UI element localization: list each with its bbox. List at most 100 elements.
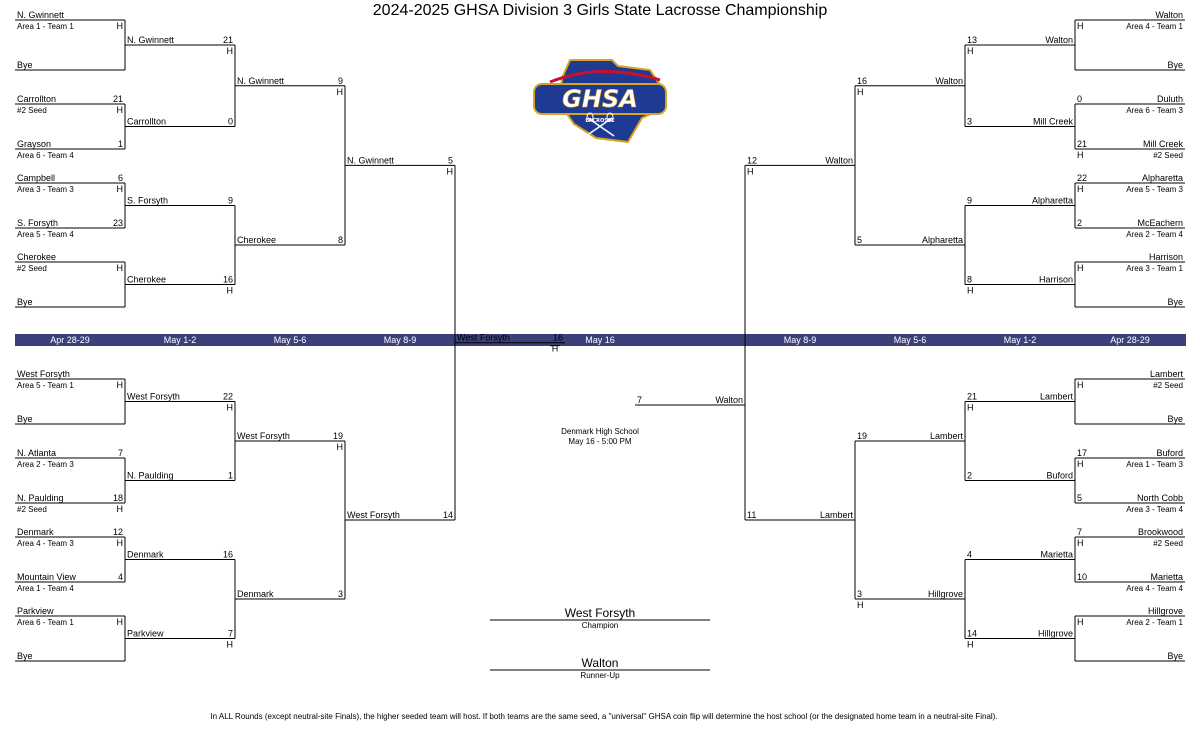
round-dates-band bbox=[15, 334, 1186, 346]
team-seed: Area 1 - Team 3 bbox=[1126, 460, 1183, 469]
team-seed: Area 3 - Team 4 bbox=[1126, 505, 1183, 514]
host-marker: H bbox=[967, 640, 974, 650]
team-name: N. Gwinnett bbox=[237, 76, 285, 86]
team-name: Alpharetta bbox=[1142, 173, 1183, 183]
host-marker: H bbox=[1077, 150, 1084, 160]
team-name: N. Paulding bbox=[127, 471, 174, 481]
team-name: West Forsyth bbox=[457, 333, 510, 343]
team-score: 21 bbox=[113, 94, 123, 104]
host-marker: H bbox=[337, 87, 344, 97]
logo-plate bbox=[533, 83, 667, 115]
team-score: 12 bbox=[747, 155, 757, 165]
team-seed: Area 6 - Team 3 bbox=[1126, 106, 1183, 115]
team-name: Denmark bbox=[237, 589, 274, 599]
team-score: 1 bbox=[228, 471, 233, 481]
team-name: N. Gwinnett bbox=[17, 10, 65, 20]
team-seed: #2 Seed bbox=[1153, 381, 1183, 390]
host-marker: H bbox=[117, 380, 124, 390]
team-name: Cherokee bbox=[127, 275, 166, 285]
team-score: 19 bbox=[333, 431, 343, 441]
host-marker: H bbox=[227, 403, 234, 413]
team-name: Bye bbox=[17, 60, 33, 70]
round-date-label: May 8-9 bbox=[784, 335, 817, 345]
team-score: 21 bbox=[223, 35, 233, 45]
team-name: Mountain View bbox=[17, 572, 76, 582]
round-date-label: May 8-9 bbox=[384, 335, 417, 345]
host-marker: H bbox=[117, 263, 124, 273]
logo-subtext: LACROSSE bbox=[585, 118, 615, 124]
team-score: 13 bbox=[967, 35, 977, 45]
team-name: Lambert bbox=[1150, 369, 1184, 379]
team-score: 3 bbox=[857, 589, 862, 599]
team-score: 21 bbox=[967, 392, 977, 402]
host-marker: H bbox=[447, 166, 454, 176]
host-marker: H bbox=[967, 403, 974, 413]
team-score: 11 bbox=[747, 510, 756, 520]
team-name: Hillgrove bbox=[1038, 629, 1073, 639]
host-marker: H bbox=[227, 286, 234, 296]
team-name: Carrollton bbox=[17, 94, 56, 104]
footnote: In ALL Rounds (except neutral-site Final… bbox=[210, 712, 997, 721]
host-marker: H bbox=[227, 640, 234, 650]
team-score: 8 bbox=[967, 275, 972, 285]
team-name: Marietta bbox=[1150, 572, 1183, 582]
team-seed: Area 3 - Team 3 bbox=[17, 185, 74, 194]
round-date-label: May 1-2 bbox=[1004, 335, 1037, 345]
team-name: Bye bbox=[17, 651, 33, 661]
team-name: Walton bbox=[1045, 35, 1073, 45]
team-score: 7 bbox=[637, 395, 642, 405]
team-seed: Area 3 - Team 1 bbox=[1126, 264, 1183, 273]
lacrosse-head-icon bbox=[606, 112, 614, 122]
team-score: 9 bbox=[338, 76, 343, 86]
red-swoosh-icon bbox=[549, 69, 661, 84]
team-name: Duluth bbox=[1157, 94, 1183, 104]
team-seed: #2 Seed bbox=[17, 106, 47, 115]
team-seed: Area 6 - Team 1 bbox=[17, 618, 74, 627]
team-name: Walton bbox=[935, 76, 963, 86]
team-seed: Area 6 - Team 4 bbox=[17, 151, 74, 160]
host-marker: H bbox=[1077, 184, 1084, 194]
team-score: 14 bbox=[443, 510, 453, 520]
team-score: 0 bbox=[1077, 94, 1082, 104]
team-score: 3 bbox=[967, 117, 972, 127]
team-score: 0 bbox=[228, 117, 233, 127]
team-seed: Area 5 - Team 3 bbox=[1126, 185, 1183, 194]
team-name: West Forsyth bbox=[347, 510, 400, 520]
runner-up-label: Runner-Up bbox=[580, 671, 620, 680]
team-name: N. Paulding bbox=[17, 493, 64, 503]
team-name: Walton bbox=[1155, 10, 1183, 20]
team-seed: Area 1 - Team 4 bbox=[17, 584, 74, 593]
team-seed: Area 5 - Team 4 bbox=[17, 230, 74, 239]
host-marker: H bbox=[1077, 538, 1084, 548]
team-score: 8 bbox=[338, 235, 343, 245]
team-name: Denmark bbox=[127, 550, 164, 560]
host-marker: H bbox=[117, 105, 124, 115]
team-score: 5 bbox=[857, 235, 862, 245]
lacrosse-head-icon bbox=[586, 112, 594, 122]
venue-time: May 16 - 5:00 PM bbox=[568, 437, 631, 446]
team-score: 21 bbox=[1077, 139, 1087, 149]
team-score: 14 bbox=[967, 629, 977, 639]
team-name: Harrison bbox=[1039, 275, 1073, 285]
team-seed: Area 2 - Team 4 bbox=[1126, 230, 1183, 239]
team-name: West Forsyth bbox=[17, 369, 70, 379]
logo-wordmark: GHSA bbox=[562, 85, 638, 113]
host-marker: H bbox=[117, 21, 124, 31]
team-score: 22 bbox=[1077, 173, 1087, 183]
team-score: 2 bbox=[967, 471, 972, 481]
page-title: 2024-2025 GHSA Division 3 Girls State La… bbox=[373, 2, 828, 19]
team-score: 10 bbox=[1077, 572, 1087, 582]
champion-name: West Forsyth bbox=[565, 606, 635, 620]
host-marker: H bbox=[747, 166, 754, 176]
team-score: 7 bbox=[1077, 527, 1082, 537]
team-name: Campbell bbox=[17, 173, 55, 183]
team-score: 2 bbox=[1077, 218, 1082, 228]
host-marker: H bbox=[117, 184, 124, 194]
lacrosse-stick-icon bbox=[587, 117, 615, 137]
team-name: N. Atlanta bbox=[17, 448, 56, 458]
team-seed: #2 Seed bbox=[1153, 539, 1183, 548]
team-name: Walton bbox=[825, 155, 853, 165]
round-date-label: May 5-6 bbox=[894, 335, 927, 345]
host-marker: H bbox=[967, 286, 974, 296]
